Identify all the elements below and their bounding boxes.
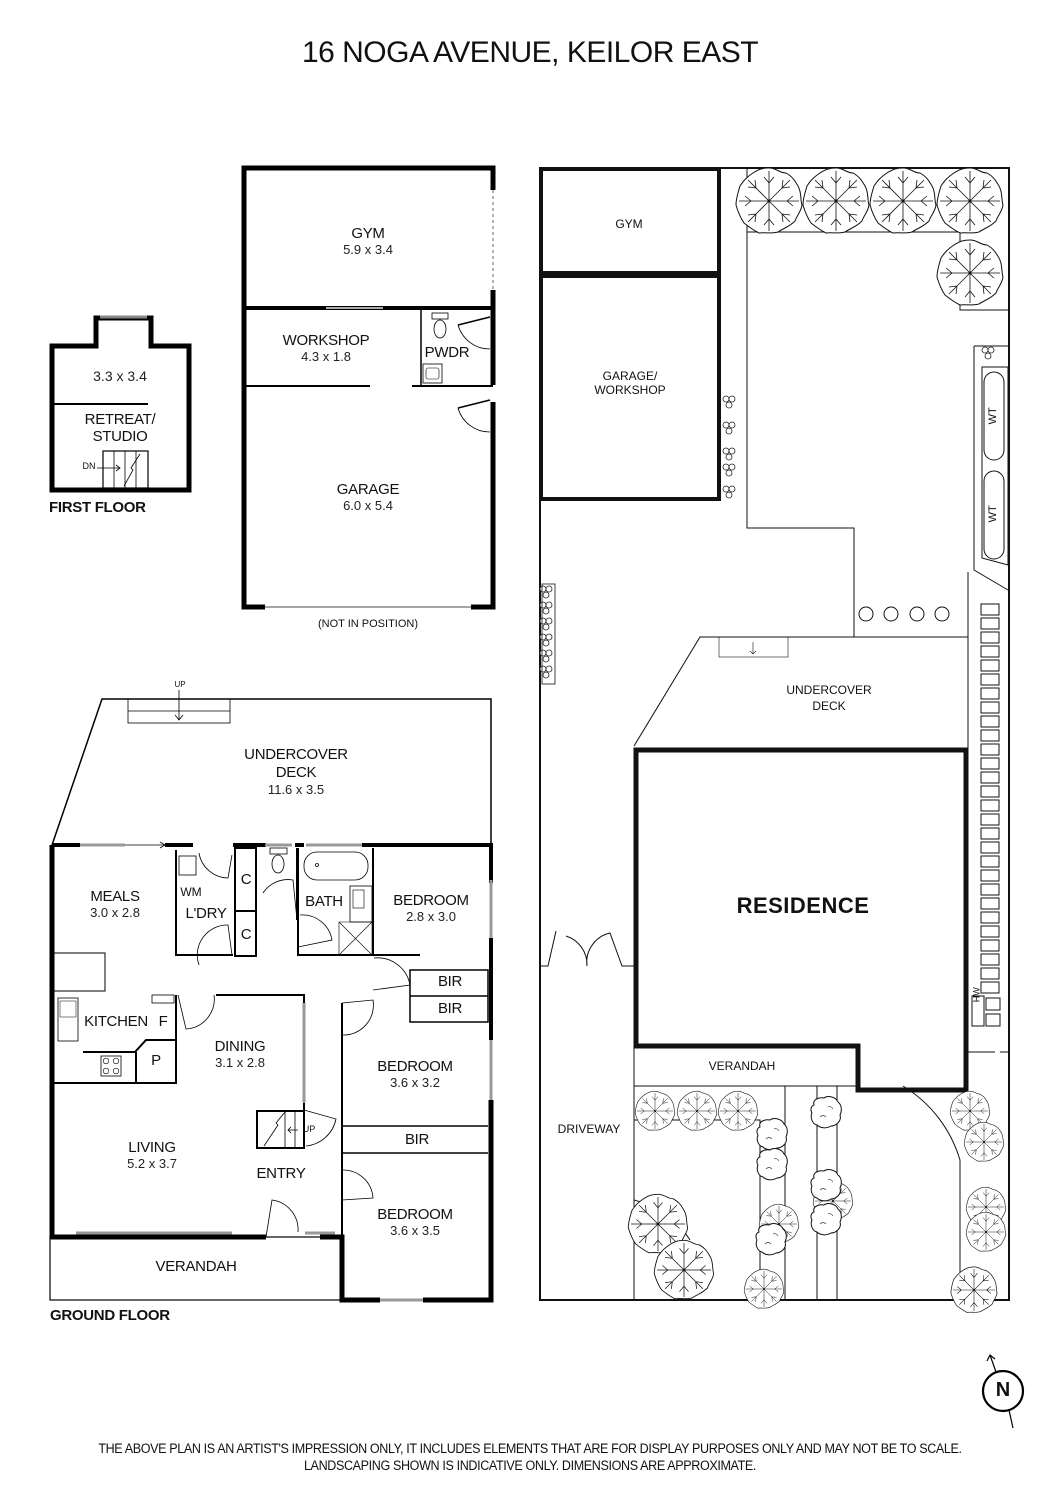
water-tank-label-2: WT	[987, 505, 1000, 523]
meals-dims: 3.0 x 2.8	[90, 905, 140, 920]
garage-dims: 6.0 x 5.4	[343, 498, 393, 513]
bedroom-2-label: BEDROOM	[377, 1058, 453, 1075]
meals-label: MEALS	[90, 888, 140, 905]
cupboard-label-1: C	[240, 871, 252, 888]
site-workshop-label: WORKSHOP	[594, 383, 666, 397]
undercover-deck-label: UNDERCOVER	[244, 746, 348, 763]
laundry-label: L'DRY	[185, 905, 227, 922]
compass-north-label: N	[995, 1379, 1011, 1401]
deck-stair-up-label: UP	[174, 680, 186, 689]
driveway-label: DRIVEWAY	[557, 1122, 621, 1136]
studio-label: STUDIO	[92, 428, 148, 445]
bedroom-1-label: BEDROOM	[393, 892, 469, 909]
retreat-label: RETREAT/	[84, 411, 156, 428]
gym-label: GYM	[351, 225, 385, 242]
compass-icon	[981, 1354, 1025, 1429]
bedroom-1-dims: 2.8 x 3.0	[406, 909, 456, 924]
stair-up-label: UP	[302, 1124, 316, 1134]
dining-label: DINING	[214, 1038, 266, 1055]
bushes	[755, 1096, 842, 1256]
site-verandah-label: VERANDAH	[708, 1059, 776, 1073]
site-undercover-deck-label: UNDERCOVER	[786, 683, 872, 697]
bedroom-3-label: BEDROOM	[377, 1206, 453, 1223]
trees-rear	[735, 167, 1004, 306]
fridge-label: F	[158, 1013, 168, 1030]
property-address-title: 16 NOGA AVENUE, KEILOR EAST	[301, 36, 759, 69]
site-garage-label: GARAGE/	[602, 369, 658, 383]
bir-label-3: BIR	[404, 1131, 430, 1148]
hot-water-label: HW	[971, 987, 982, 1003]
verandah-label: VERANDAH	[155, 1258, 237, 1275]
first-floor-label: FIRST FLOOR	[49, 499, 146, 516]
ground-floor-label: GROUND FLOOR	[50, 1307, 170, 1324]
pantry-label: P	[151, 1052, 161, 1069]
garage-label: GARAGE	[336, 481, 400, 498]
undercover-deck-label-2: DECK	[275, 764, 317, 781]
bir-label-1: BIR	[437, 973, 463, 990]
living-label: LIVING	[128, 1139, 176, 1156]
workshop-label: WORKSHOP	[282, 332, 370, 349]
bedroom-3-dims: 3.6 x 3.5	[390, 1223, 440, 1238]
bath-label: BATH	[305, 893, 343, 910]
dining-dims: 3.1 x 2.8	[215, 1055, 265, 1070]
disclaimer-line-2: LANDSCAPING SHOWN IS INDICATIVE ONLY. DI…	[303, 1458, 757, 1473]
living-dims: 5.2 x 3.7	[127, 1156, 177, 1171]
outbuilding-plan	[241, 165, 496, 610]
paver-strip	[971, 603, 1001, 1027]
site-gym-label: GYM	[615, 217, 643, 231]
not-in-position-note: (NOT IN POSITION)	[317, 618, 419, 630]
washing-machine-label: WM	[180, 885, 202, 899]
ground-floor-plan	[49, 690, 494, 1303]
water-tank-label-1: WT	[987, 407, 1000, 425]
workshop-dims: 4.3 x 1.8	[301, 349, 351, 364]
disclaimer: THE ABOVE PLAN IS AN ARTIST'S IMPRESSION…	[37, 1440, 1023, 1474]
stair-down-label: DN	[82, 461, 96, 471]
gym-dims: 5.9 x 3.4	[343, 242, 393, 257]
entry-label: ENTRY	[256, 1165, 306, 1182]
first-floor-plan	[49, 315, 192, 493]
retreat-dims: 3.3 x 3.4	[93, 368, 147, 384]
kitchen-label: KITCHEN	[84, 1013, 148, 1030]
bedroom-2-dims: 3.6 x 3.2	[390, 1075, 440, 1090]
site-deck-label: DECK	[812, 699, 846, 713]
residence-label: RESIDENCE	[736, 893, 870, 918]
powder-room-label: PWDR	[424, 344, 470, 361]
disclaimer-line-1: THE ABOVE PLAN IS AN ARTIST'S IMPRESSION…	[98, 1441, 962, 1456]
undercover-deck-dims: 11.6 x 3.5	[267, 782, 325, 797]
cupboard-label-2: C	[240, 926, 252, 943]
bir-label-2: BIR	[437, 1000, 463, 1017]
